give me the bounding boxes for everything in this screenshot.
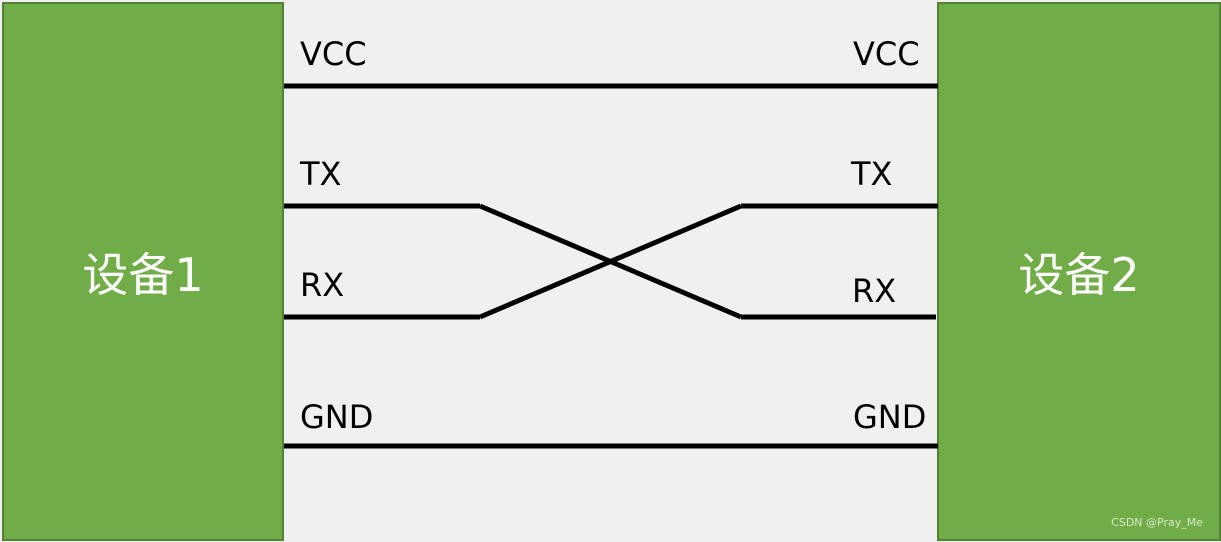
left-gnd-label: GND xyxy=(300,398,374,436)
device-1-label: 设备1 xyxy=(82,247,204,302)
device-1-block: 设备1 xyxy=(2,2,284,541)
left-vcc-label: VCC xyxy=(300,35,367,73)
watermark-text: CSDN @Pray_Me xyxy=(1111,516,1203,529)
left-tx-label: TX xyxy=(300,155,342,193)
right-rx-label: RX xyxy=(852,272,897,310)
left-rx-label: RX xyxy=(300,266,345,304)
rx-to-tx-cross-wire xyxy=(479,203,742,320)
right-vcc-label: VCC xyxy=(853,35,920,73)
device-2-label: 设备2 xyxy=(1018,247,1140,302)
right-gnd-label: GND xyxy=(853,398,927,436)
device-2-block: 设备2 CSDN @Pray_Me xyxy=(937,2,1221,541)
right-tx-label: TX xyxy=(851,155,893,193)
